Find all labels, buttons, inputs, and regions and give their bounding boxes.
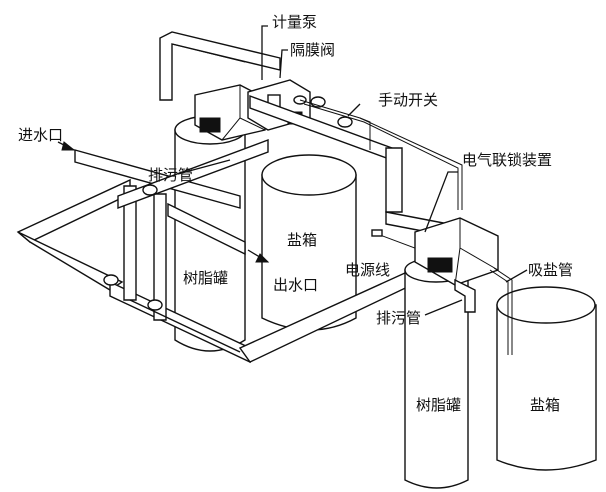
salt-tank-2 (496, 286, 597, 471)
label-diaphragm-valve: 隔膜阀 (290, 41, 335, 59)
interlock-wiring (299, 99, 463, 210)
label-metering-pump: 计量泵 (272, 13, 317, 31)
label-manual-switch: 手动开关 (378, 91, 438, 109)
label-salt-suction-pipe: 吸盐管 (528, 261, 573, 279)
salt-suction-pipe-line (489, 267, 513, 355)
label-resin-tank-1: 树脂罐 (183, 269, 228, 287)
label-drain-pipe-2: 排污管 (376, 309, 421, 327)
label-power-cord: 电源线 (345, 261, 390, 279)
leader-lines (177, 25, 528, 316)
salt-tank-1 (261, 154, 357, 331)
label-resin-tank-2: 树脂罐 (416, 396, 461, 414)
label-water-inlet: 进水口 (18, 126, 63, 144)
control-valve-2 (414, 217, 499, 286)
inlet-arrow (57, 141, 76, 151)
label-salt-tank-1: 盐箱 (287, 231, 317, 249)
label-electric-interlock: 电气联锁装置 (462, 151, 552, 169)
label-drain-pipe-1: 排污管 (148, 166, 193, 184)
pump-upper-pipe (159, 31, 281, 101)
label-salt-tank-2: 盐箱 (530, 396, 560, 414)
outlet-pipe (167, 202, 270, 263)
drain-pipe-2-line (454, 278, 476, 313)
label-water-outlet: 出水口 (273, 276, 318, 294)
